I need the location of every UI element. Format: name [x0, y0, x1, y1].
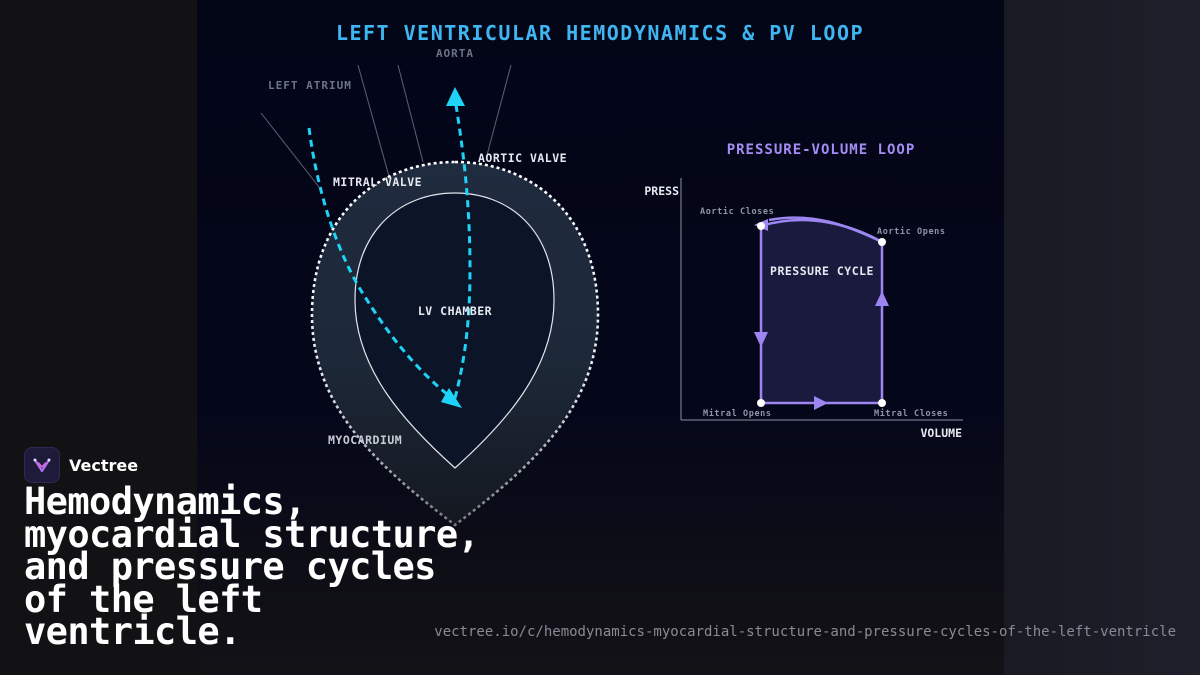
aorta-guide-line-1 — [357, 64, 391, 181]
mitral-valve-label: MITRAL VALVE — [333, 175, 422, 189]
outflow-flow-path — [453, 104, 472, 399]
mitral-closes-point — [878, 399, 886, 407]
aortic-valve-label: AORTIC VALVE — [478, 151, 567, 165]
pv-loop-title: PRESSURE-VOLUME LOOP — [727, 142, 916, 158]
isovolumic-relaxation-arrow — [754, 332, 768, 347]
inflow-arrowhead — [441, 388, 462, 408]
atrium-guide-line — [260, 112, 320, 188]
inflow-flow-path — [307, 127, 453, 400]
aorta-guide-line-3 — [486, 64, 512, 156]
aorta-label: AORTA — [436, 47, 474, 60]
pv-loop-chart: PRESSURE-VOLUME LOOP PRESS VOLUME — [644, 142, 963, 440]
mitral-opens-point — [757, 399, 765, 407]
isovolumic-contraction-arrow — [875, 291, 889, 306]
lv-diagram: LEFT VENTRICULAR HEMODYNAMICS & PV LOOP … — [260, 21, 963, 527]
vectree-logo-glyph — [33, 458, 51, 473]
outflow-arrowhead — [446, 87, 465, 106]
lv-chamber — [354, 192, 555, 469]
headline: Hemodynamics, myocardial structure, and … — [24, 480, 480, 653]
vectree-logo-icon — [24, 447, 60, 483]
source-url[interactable]: vectree.io/c/hemodynamics-myocardial-str… — [434, 624, 1176, 640]
pv-y-axis-label: PRESS — [644, 184, 679, 198]
pressure-cycle-label: PRESSURE CYCLE — [770, 264, 874, 278]
myocardium-label: MYOCARDIUM — [328, 433, 402, 447]
diagram-panel: LEFT VENTRICULAR HEMODYNAMICS & PV LOOP … — [197, 0, 1004, 675]
left-atrium-label: LEFT ATRIUM — [268, 79, 352, 92]
aortic-closes-label: Aortic Closes — [700, 206, 774, 217]
lv-chamber-label: LV CHAMBER — [418, 304, 492, 318]
pv-loop-path — [759, 218, 884, 405]
aortic-opens-label: Aortic Opens — [877, 226, 946, 237]
aortic-closes-point — [757, 222, 765, 230]
aorta-guide-line-2 — [397, 64, 424, 163]
mitral-opens-label: Mitral Opens — [703, 408, 772, 419]
ejection-arc — [768, 216, 883, 244]
brand: Vectree — [24, 447, 138, 483]
aortic-opens-point — [878, 238, 886, 246]
brand-name: Vectree — [69, 455, 139, 475]
pv-x-axis-label: VOLUME — [920, 426, 962, 440]
mitral-closes-label: Mitral Closes — [874, 408, 948, 419]
filling-arrow — [814, 396, 828, 410]
diagram-title: LEFT VENTRICULAR HEMODYNAMICS & PV LOOP — [336, 21, 864, 45]
